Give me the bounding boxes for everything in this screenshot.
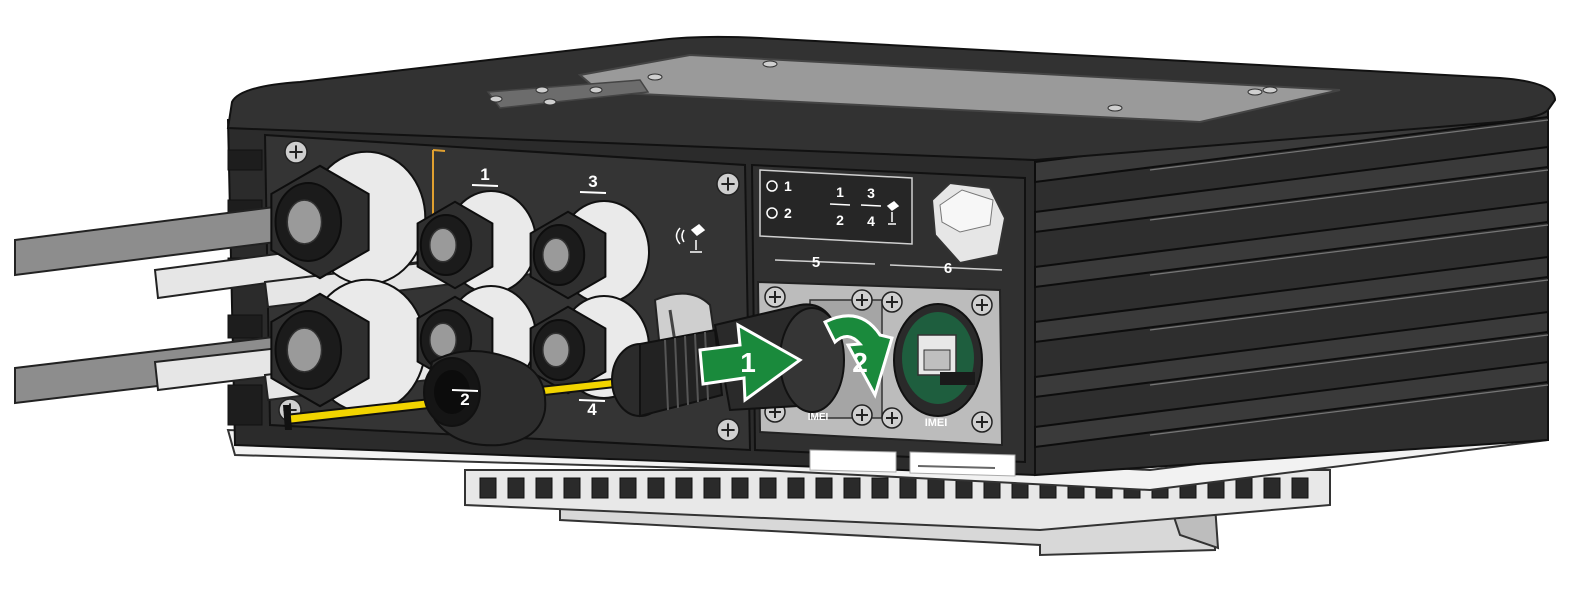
- legend-row-2: 2: [784, 205, 792, 221]
- vent-slot: [535, 477, 553, 499]
- step-2-arrow: 2: [822, 314, 894, 399]
- housing-side-fins: [1034, 95, 1549, 477]
- vent-slot: [1235, 477, 1253, 499]
- vent-slot: [731, 477, 749, 499]
- vent-slot: [619, 477, 637, 499]
- legend-frac2-top: 3: [867, 185, 875, 201]
- step-2-number: 2: [852, 347, 868, 378]
- label-sticker-2: [909, 451, 1016, 477]
- port-label-6: 6: [944, 260, 952, 277]
- vent-slot: [703, 477, 721, 499]
- vent-slot: [787, 477, 805, 499]
- cooling-fin: [1034, 360, 1549, 449]
- cable-gland: [416, 190, 537, 294]
- step-1-arrow: 1: [698, 322, 803, 403]
- cooling-fin: [1034, 310, 1549, 399]
- vent-slot: [1263, 477, 1281, 499]
- frame-screws: [764, 286, 993, 433]
- screw-icon: [881, 291, 903, 313]
- port-label-3: 3: [588, 172, 597, 191]
- cable-gland: [270, 150, 427, 286]
- label-sticker-1: [809, 449, 897, 473]
- ground-knob: [423, 350, 547, 447]
- legend-frac2-bottom: 4: [867, 213, 875, 229]
- screw-icon: [971, 411, 993, 433]
- vent-slot: [899, 477, 917, 499]
- vent-slot: [759, 477, 777, 499]
- port-label-5: 5: [812, 254, 820, 271]
- legend-frac1-top: 1: [836, 184, 844, 200]
- sim-slot-label: IMEI: [808, 412, 829, 423]
- vent-slot: [843, 477, 861, 499]
- ethernet-port: [893, 303, 983, 417]
- cooling-fin: [1034, 145, 1549, 234]
- vent-slot: [479, 477, 497, 499]
- vent-slot: [647, 477, 665, 499]
- legend-frac1-bottom: 2: [836, 212, 844, 228]
- cable-gland: [529, 295, 650, 399]
- cable-gland: [270, 278, 427, 414]
- legend-row-1: 1: [784, 178, 792, 194]
- cooling-fin: [1034, 200, 1549, 289]
- screw-icon: [284, 140, 308, 164]
- vent-slot: [815, 477, 833, 499]
- screw-icon: [851, 289, 873, 311]
- screw-icon: [764, 286, 786, 308]
- gnss-icon: [886, 201, 900, 225]
- screw-icon: [881, 407, 903, 429]
- vent-slot: [675, 477, 693, 499]
- ethernet-slot-label: IMEI: [925, 417, 948, 429]
- vent-slot: [871, 477, 889, 499]
- port-label-2: 2: [460, 390, 469, 409]
- cooling-fin: [1034, 255, 1549, 344]
- cable-glands: [270, 150, 650, 414]
- vent-slot: [1291, 477, 1309, 499]
- step-1-number: 1: [740, 347, 756, 378]
- vent-slot: [927, 477, 945, 499]
- legend-box: [759, 169, 913, 245]
- vent-slot: [507, 477, 525, 499]
- port-label-1: 1: [480, 165, 489, 184]
- screw-icon: [971, 294, 993, 316]
- screw-icon: [716, 172, 740, 196]
- gnss-icon-panel: [675, 224, 706, 253]
- vent-slot: [563, 477, 581, 499]
- housing-top-lid: [226, 35, 1557, 162]
- lid-badge: [486, 79, 650, 109]
- port-label-4: 4: [587, 400, 597, 419]
- vent-slots: [479, 477, 1309, 499]
- screw-icon: [716, 418, 740, 442]
- vent-slot: [591, 477, 609, 499]
- screw-icon: [851, 404, 873, 426]
